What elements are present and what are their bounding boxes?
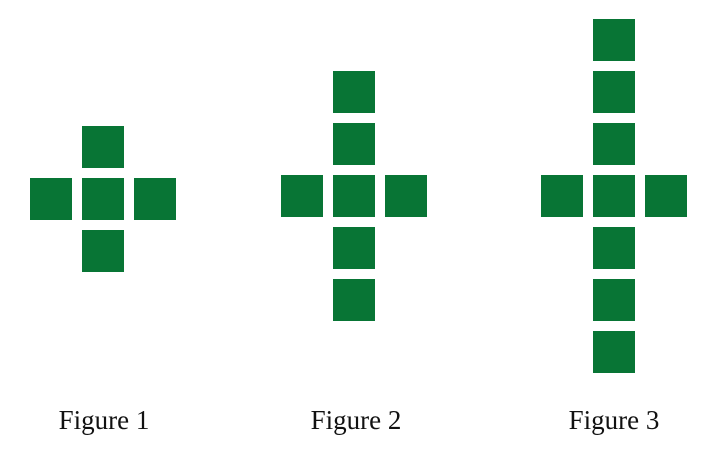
figure-1-caption: Figure 1 bbox=[58, 405, 150, 435]
figure-2-right-square-1 bbox=[385, 175, 427, 217]
figure-1-right-square-1 bbox=[134, 178, 176, 220]
figure-1-up-square-1 bbox=[82, 126, 124, 168]
figure-3 bbox=[541, 19, 687, 373]
figure-2-center-square bbox=[333, 175, 375, 217]
figure-1-center-square bbox=[82, 178, 124, 220]
figure-2-down-square-1 bbox=[333, 227, 375, 269]
figure-3-right-square-1 bbox=[645, 175, 687, 217]
figure-3-left-square-1 bbox=[541, 175, 583, 217]
figure-1 bbox=[30, 126, 176, 272]
figure-1-down-square-1 bbox=[82, 230, 124, 272]
figure-3-down-square-2 bbox=[593, 279, 635, 321]
figure-3-down-square-1 bbox=[593, 227, 635, 269]
figure-3-down-square-3 bbox=[593, 331, 635, 373]
figure-3-up-square-2 bbox=[593, 71, 635, 113]
figure-3-caption: Figure 3 bbox=[568, 405, 660, 435]
figure-2-up-square-2 bbox=[333, 71, 375, 113]
figure-2-left-square-1 bbox=[281, 175, 323, 217]
figure-1-left-square-1 bbox=[30, 178, 72, 220]
figure-2-up-square-1 bbox=[333, 123, 375, 165]
figure-2 bbox=[281, 71, 427, 321]
figure-3-up-square-1 bbox=[593, 123, 635, 165]
figure-3-center-square bbox=[593, 175, 635, 217]
figure-2-down-square-2 bbox=[333, 279, 375, 321]
figure-2-caption: Figure 2 bbox=[310, 405, 402, 435]
figure-3-up-square-3 bbox=[593, 19, 635, 61]
